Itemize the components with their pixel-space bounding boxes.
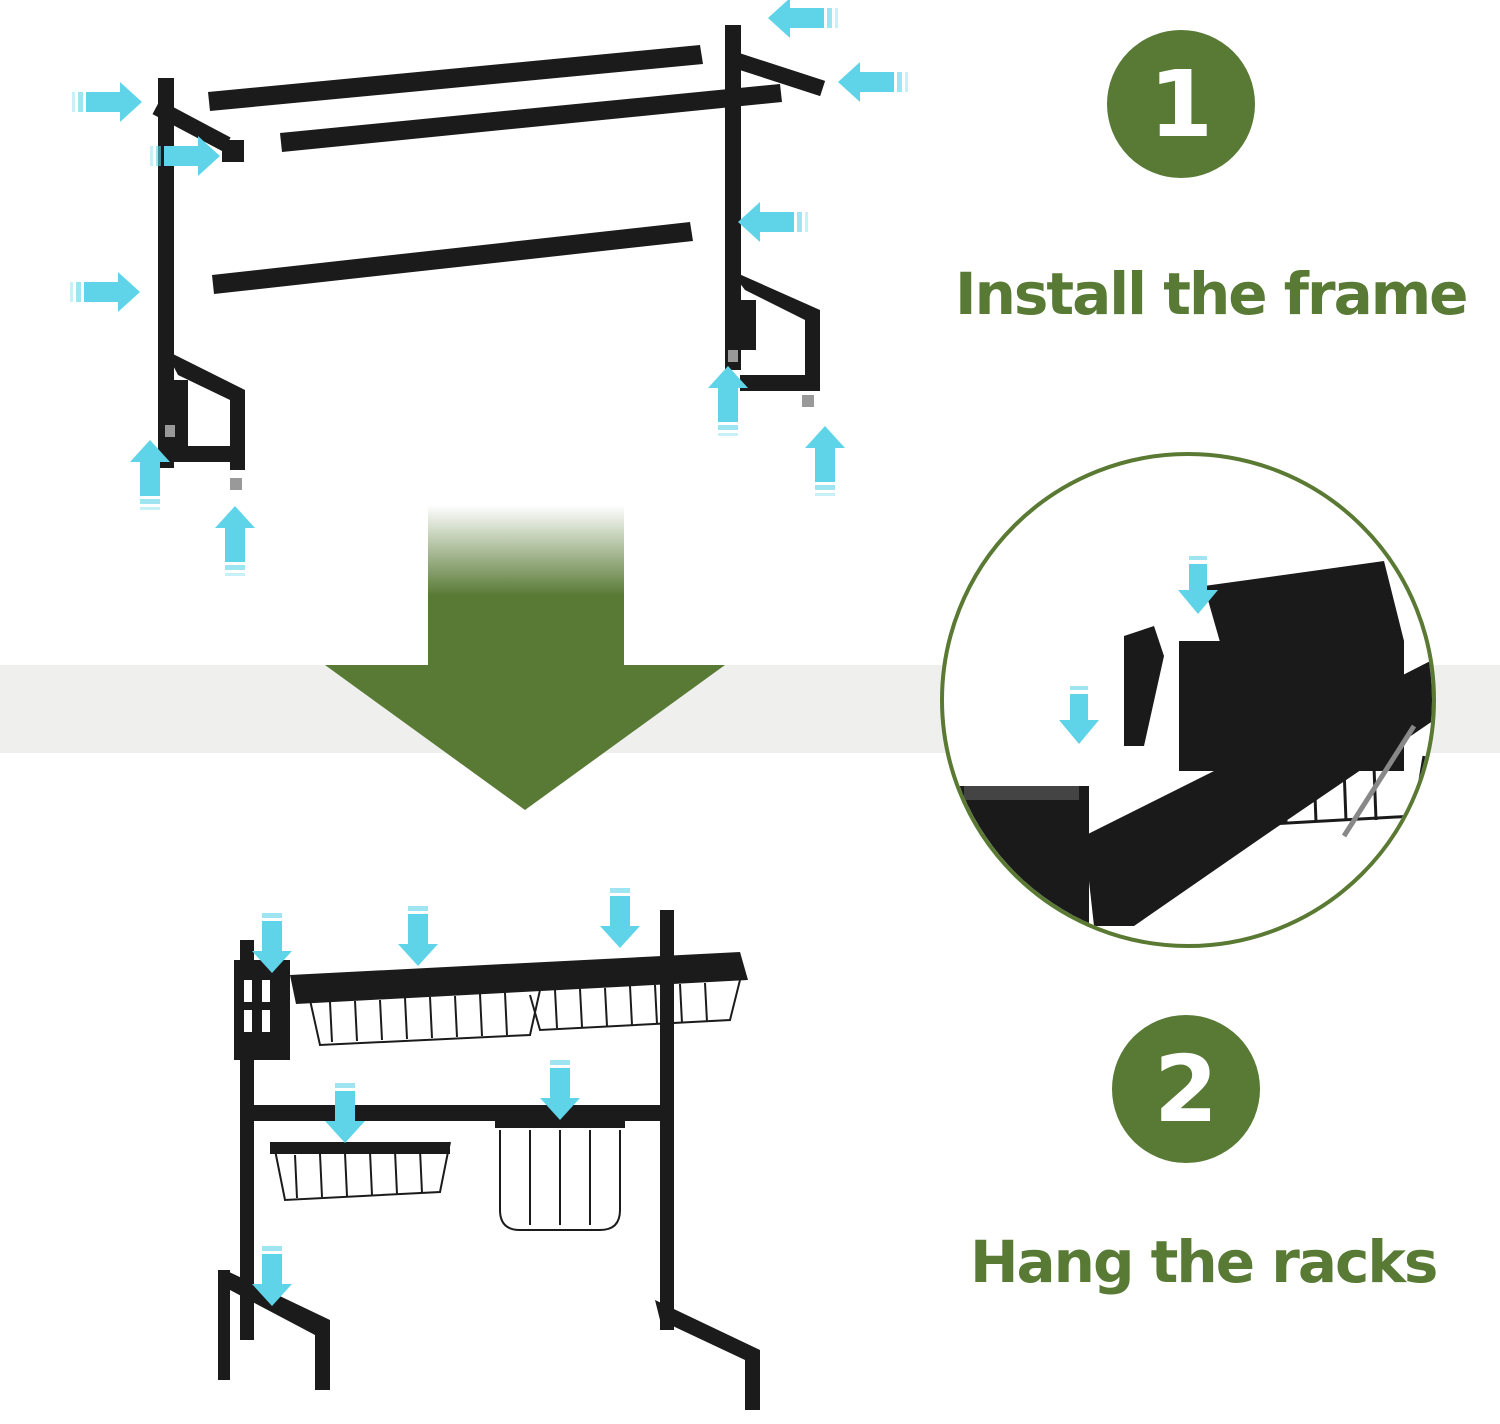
step-1-label: Install the frame: [955, 260, 1469, 328]
step-2-label: Hang the racks: [970, 1228, 1438, 1296]
step-2-badge: 2: [1112, 1015, 1260, 1163]
arrow-down-icon: [325, 505, 725, 810]
hook-detail-closeup: [940, 452, 1436, 948]
frame-assembly-illustration: [70, 0, 908, 576]
arrow-cyan-icon: [1059, 556, 1218, 744]
step-1-badge: 1: [1107, 30, 1255, 178]
arrow-cyan-icon: [70, 0, 908, 576]
arrow-cyan-icon: [252, 888, 640, 1306]
assembled-rack-illustration: [218, 888, 760, 1410]
